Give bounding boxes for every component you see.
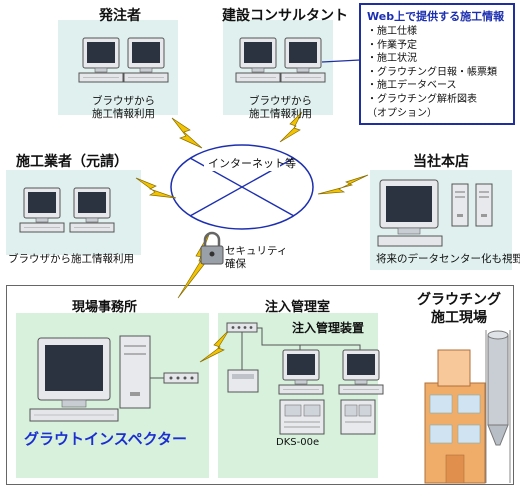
security-label-line-2: 確保 — [225, 258, 246, 270]
web-info-item: ・グラウチング日報・帳票類 — [367, 66, 497, 78]
injection-room-zone — [218, 313, 378, 478]
web-info-item: （オプション） — [367, 107, 437, 119]
consultant-computer-left — [235, 37, 281, 83]
web-info-box: Web上で提供する施工情報 ・施工仕様 ・作業予定 ・施工状況 ・グラウチング日… — [359, 3, 515, 125]
contractor-computer-right — [69, 187, 115, 233]
consultant-title: 建設コンサルタント — [222, 8, 348, 24]
grouting-site-title-line-2: 施工現場 — [431, 310, 487, 326]
injection-printer — [227, 369, 259, 393]
contractor-caption: ブラウザから施工情報利用 — [8, 253, 134, 265]
consultant-caption-line-2: 施工情報利用 — [249, 108, 312, 120]
lightning-head-office — [317, 174, 369, 195]
injection-computer-left — [278, 349, 324, 395]
site-office-computer — [29, 337, 119, 422]
head-office-computer — [377, 179, 443, 247]
grouting-site-title-line-1: グラウチング — [417, 292, 501, 308]
injection-device-label: 注入管理装置 — [292, 321, 365, 335]
security-label-line-1: セキュリティ — [225, 245, 288, 257]
network-hub — [150, 372, 199, 384]
client-caption-line-1: ブラウザから — [92, 95, 155, 107]
lightning-contractor — [135, 177, 177, 199]
web-info-item: ・作業予定 — [367, 39, 417, 51]
lightning-consultant — [279, 111, 303, 143]
consultant-computer-right — [280, 37, 326, 83]
consultant-caption: ブラウザから 施工情報利用 — [249, 95, 312, 121]
injection-unit-left — [279, 399, 325, 435]
head-office-server-1 — [451, 183, 469, 227]
consultant-caption-line-1: ブラウザから — [249, 95, 312, 107]
product-name: グラウトインスペクター — [24, 430, 188, 448]
injection-unit-right — [340, 399, 376, 435]
internet-label: インターネット等 — [208, 157, 296, 170]
lightning-injection — [199, 329, 230, 363]
head-office-caption: 将来のデータセンター化も視野 — [376, 253, 520, 265]
web-info-list: ・施工仕様 ・作業予定 ・施工状況 ・グラウチング日報・帳票類 ・施工データベー… — [367, 25, 507, 120]
client-caption-line-2: 施工情報利用 — [92, 108, 155, 120]
construction-site-frame — [6, 285, 514, 485]
client-computer-left — [78, 37, 124, 83]
grouting-site-title: グラウチング 施工現場 — [417, 291, 501, 327]
site-office-title: 現場事務所 — [72, 300, 138, 315]
injection-hub — [226, 322, 361, 370]
web-info-item: ・施工データベース — [367, 80, 457, 92]
lightning-client — [171, 117, 203, 149]
client-caption: ブラウザから 施工情報利用 — [92, 95, 155, 121]
web-info-item: ・施工仕様 — [367, 26, 417, 37]
internet-cloud — [170, 144, 314, 230]
site-office-server — [119, 335, 151, 409]
grouting-plant-illustration — [424, 330, 511, 484]
client-title: 発注者 — [99, 8, 141, 24]
head-office-title: 当社本店 — [413, 154, 469, 170]
head-office-server-2 — [475, 183, 493, 227]
lock-icon — [200, 231, 224, 265]
client-computer-right — [123, 37, 169, 83]
security-label: セキュリティ 確保 — [225, 245, 287, 271]
injection-model-label: DKS-00e — [276, 437, 320, 448]
injection-room-title: 注入管理室 — [265, 300, 331, 315]
contractor-computer-left — [19, 187, 65, 233]
web-info-item: ・施工状況 — [367, 53, 417, 65]
injection-computer-right — [338, 349, 384, 395]
callout-line — [321, 59, 361, 63]
web-info-item: ・グラウチング解析図表 — [367, 93, 477, 105]
contractor-title: 施工業者（元請） — [16, 154, 128, 170]
web-info-title: Web上で提供する施工情報 — [367, 10, 505, 23]
